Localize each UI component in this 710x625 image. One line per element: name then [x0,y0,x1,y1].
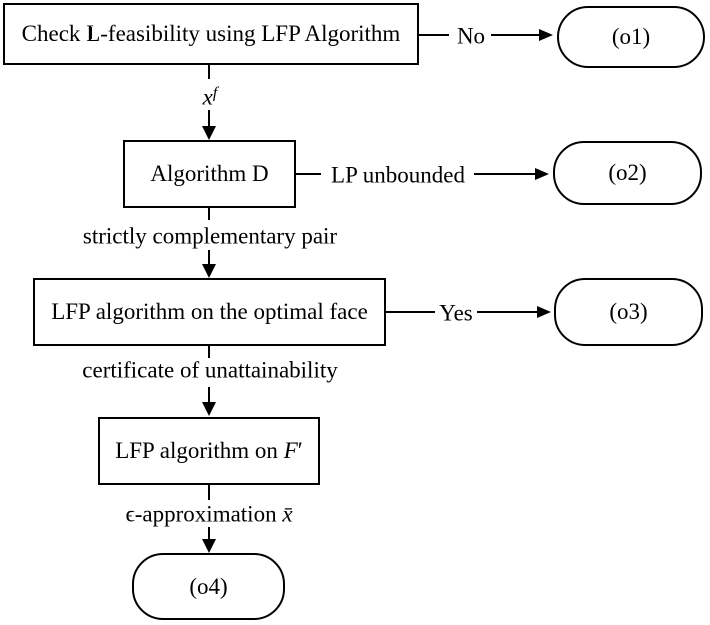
edge-strict-pair-arrowhead-icon [202,264,216,278]
terminal-o2-label: (o2) [608,160,647,185]
edge-eps-approx-arrowhead-icon [202,539,216,553]
edge-certificate-line-top [208,346,210,358]
edge-no-line-left [419,34,449,36]
edge-eps-approx-line-top [208,485,210,500]
node-lfp-f-prime: LFP algorithm on F′ [98,417,320,485]
edge-xf-line-bottom [208,110,210,126]
terminal-o1: (o1) [557,6,705,68]
terminal-o3: (o3) [554,278,703,346]
edge-xf-arrowhead-icon [202,126,216,140]
node-lfp-optimal-face: LFP algorithm on the optimal face [33,278,386,346]
edge-lp-unbounded-arrowhead-icon [535,168,549,180]
edge-eps-approx-label: ϵ-approximation x̄ [125,501,293,527]
edge-xf-label: xf [202,84,218,110]
edge-no-label: No [456,23,486,49]
edge-yes-label: Yes [439,300,473,326]
node-lfp-f-prime-label: LFP algorithm on F′ [115,438,303,463]
edge-lp-unbounded-line-right [474,173,535,175]
edge-strict-pair-line-bottom [208,250,210,264]
node-algorithm-d-label: Algorithm D [150,161,269,186]
edge-certificate-arrowhead-icon [202,402,216,416]
edge-lp-unbounded-line-left [296,173,321,175]
blackboard-l-glyph: L [86,21,101,46]
terminal-o1-label: (o1) [611,24,651,49]
edge-eps-approx-line-bottom [208,527,210,539]
edge-strict-pair-label: strictly complementary pair [82,223,338,249]
edge-strict-pair-line-top [208,208,210,220]
edge-no-line-right [491,34,539,36]
edge-yes-line-right [477,311,537,313]
terminal-o4: (o4) [132,553,285,620]
edge-xf-line-top [208,65,210,79]
node-check-label: Check L-feasibility using LFP Algorithm [21,21,401,46]
node-lfp-optimal-face-label: LFP algorithm on the optimal face [51,299,368,324]
node-check-feasibility: Check L-feasibility using LFP Algorithm [3,3,419,65]
edge-yes-arrowhead-icon [537,306,551,318]
terminal-o3-label: (o3) [609,299,648,324]
edge-no-arrowhead-icon [539,29,553,41]
terminal-o2: (o2) [553,141,702,205]
edge-yes-line-left [386,311,435,313]
terminal-o4-label: (o4) [189,573,228,599]
edge-lp-unbounded-label: LP unbounded [331,162,465,188]
edge-certificate-line-bottom [208,387,210,402]
node-algorithm-d: Algorithm D [123,140,296,208]
edge-certificate-label: certificate of unattainability [82,357,338,383]
